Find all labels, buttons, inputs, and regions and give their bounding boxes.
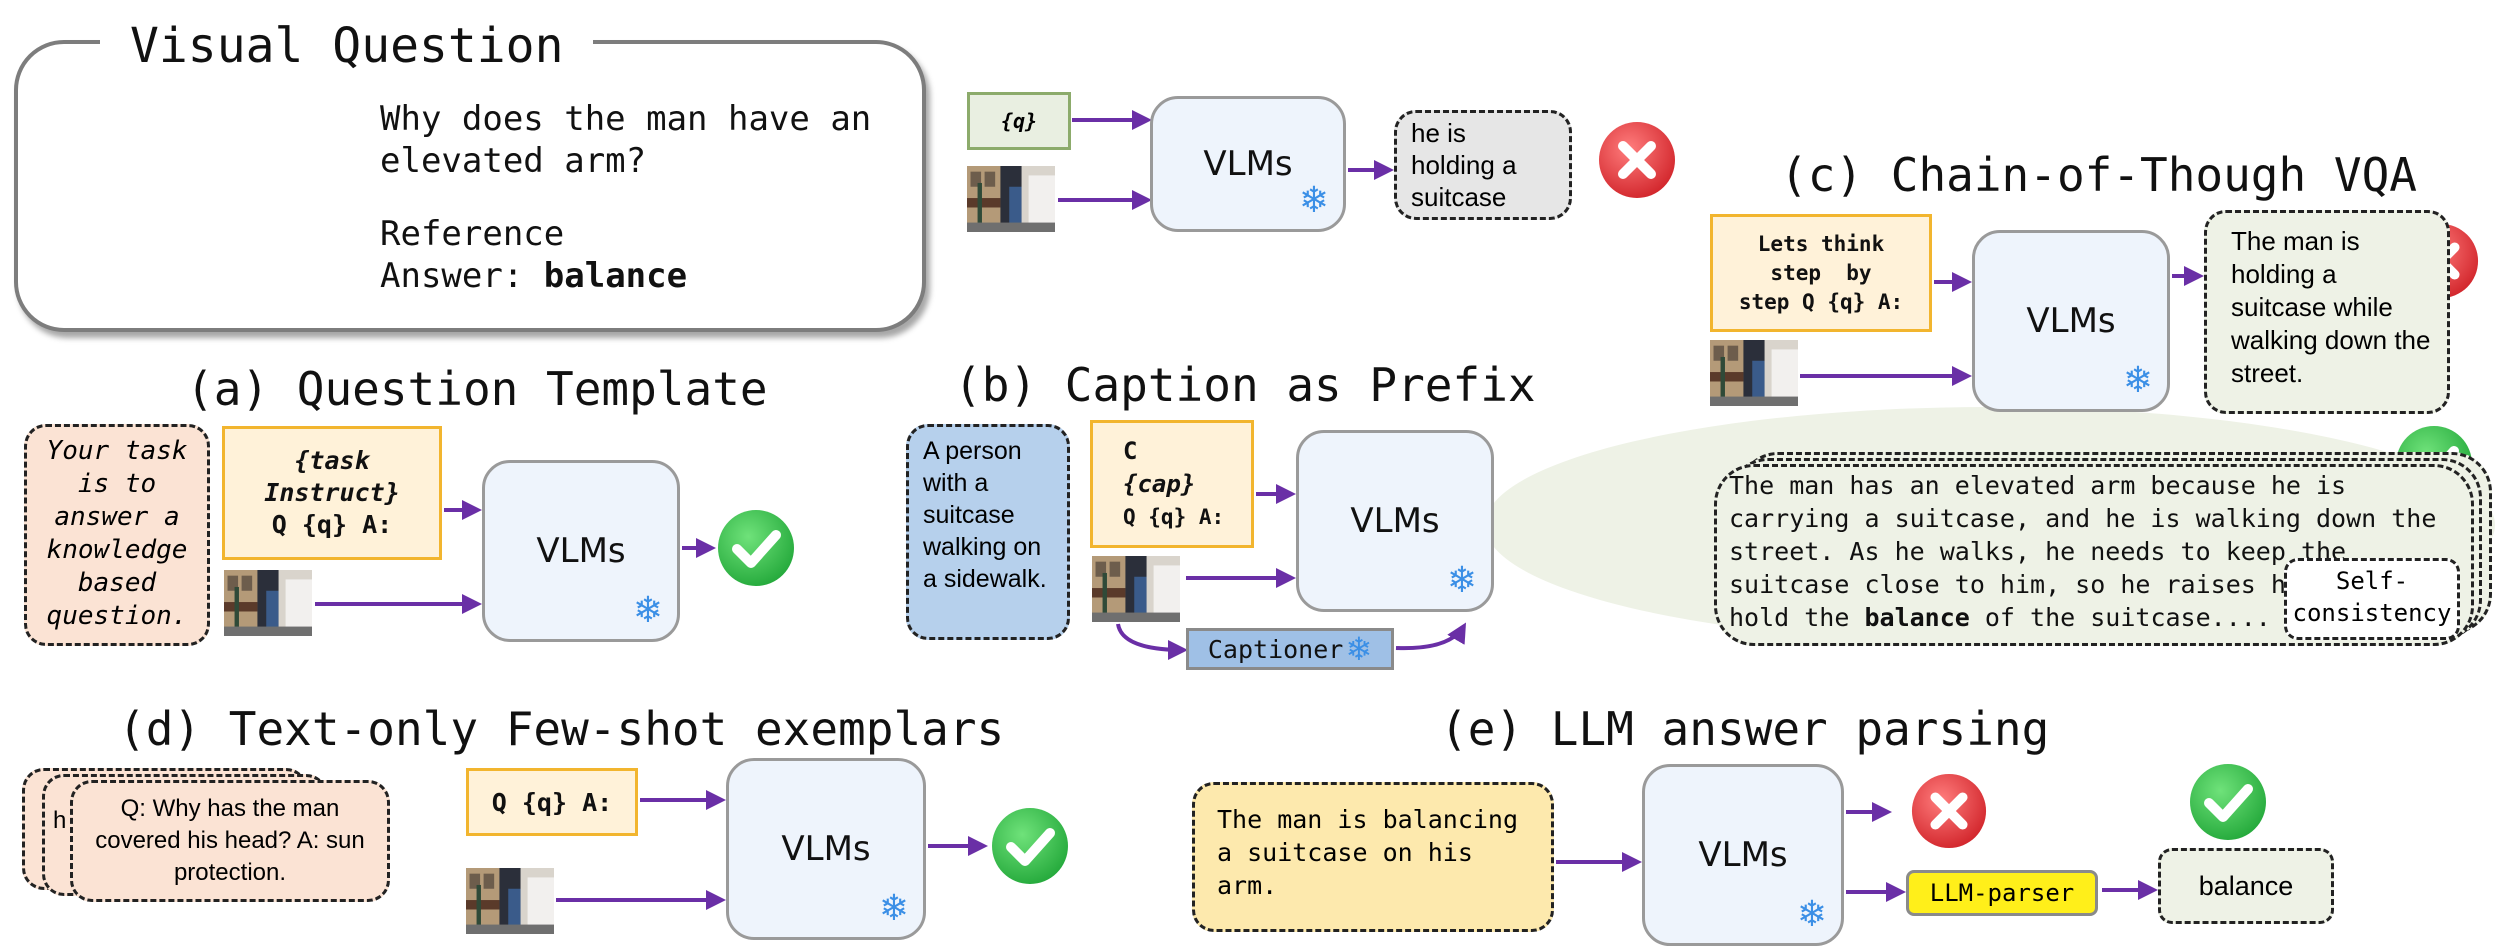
baseline-wrong-icon bbox=[1599, 122, 1675, 198]
panel-b-arrow-from-captioner bbox=[1395, 622, 1467, 651]
panel-c-prompt-line3: step Q {q} A: bbox=[1738, 289, 1904, 314]
panel-a-vlm-label: VLMs bbox=[536, 531, 626, 571]
panel-c-vlm-label: VLMs bbox=[2026, 301, 2116, 341]
panel-b-captioner-snowflake-icon: ❄ bbox=[1345, 630, 1373, 668]
panel-a-snowflake-icon: ❄ bbox=[632, 590, 663, 631]
reasoning-text-bold: balance bbox=[1864, 603, 1970, 632]
panel-b-captioner-box: Captioner ❄ bbox=[1186, 628, 1394, 670]
panel-c-prompt-line2: step by bbox=[1770, 260, 1872, 285]
panel-d-stack-hint: h bbox=[53, 807, 67, 834]
panel-a-image-thumbnail bbox=[224, 570, 312, 636]
panel-d-vlm-label: VLMs bbox=[781, 829, 871, 869]
self-consistency-label: Self-consistency bbox=[2284, 558, 2460, 640]
panel-d-prompt-box: Q {q} A: bbox=[466, 768, 638, 836]
baseline-output-bubble: he is holding a suitcase bbox=[1394, 110, 1572, 220]
panel-c-prompt-line1: Lets think bbox=[1757, 231, 1885, 256]
reasoning-text-pre: The man has an elevated arm because he i… bbox=[1729, 471, 2437, 632]
panel-c-reasoning-bubble: The man has an elevated arm because he i… bbox=[1714, 464, 2474, 646]
reference-label: Reference bbox=[380, 214, 565, 254]
panel-a-prompt-line2: Q {q} A: bbox=[271, 510, 393, 539]
panel-c-snowflake-icon: ❄ bbox=[2122, 360, 2153, 401]
panel-e-parser-box: LLM-parser bbox=[1906, 870, 2098, 916]
baseline-prompt-box: {q} bbox=[967, 92, 1071, 150]
panel-a-vlm-box: VLMs ❄ bbox=[482, 460, 680, 642]
panel-d-snowflake-icon: ❄ bbox=[878, 888, 909, 929]
question-text: Why does the man have an elevated arm? bbox=[380, 99, 872, 181]
panel-b-vlm-label: VLMs bbox=[1350, 501, 1440, 541]
answer-value: balance bbox=[543, 256, 688, 296]
panel-c-prompt-box: Lets think step by step Q {q} A: bbox=[1710, 214, 1932, 332]
visual-question-title: Visual Question bbox=[100, 18, 594, 74]
panel-b-title: (b) Caption as Prefix bbox=[954, 358, 1536, 412]
reference-answer: Answer: balance bbox=[380, 256, 687, 296]
panel-e-raw-output-bubble: The man is balancing a suitcase on his a… bbox=[1192, 782, 1554, 932]
baseline-snowflake-icon: ❄ bbox=[1298, 180, 1329, 221]
panel-b-vlm-box: VLMs ❄ bbox=[1296, 430, 1494, 612]
panel-e-title: (e) LLM answer parsing bbox=[1440, 702, 2050, 756]
panel-c-vlm-box: VLMs ❄ bbox=[1972, 230, 2170, 412]
panel-d-title: (d) Text-only Few-shot exemplars bbox=[118, 702, 1005, 756]
panel-e-parsed-bubble: balance bbox=[2158, 848, 2334, 924]
panel-c-image-thumbnail bbox=[1710, 340, 1798, 406]
answer-label: Answer: bbox=[380, 256, 524, 296]
visual-question-card bbox=[14, 40, 926, 332]
panel-b-prompt-line1: C bbox=[1123, 436, 1138, 465]
panel-c-title: (c) Chain-of-Though VQA bbox=[1780, 148, 2417, 202]
baseline-vlm-box: VLMs ❄ bbox=[1150, 96, 1346, 232]
panel-a-instruction-bubble: Your task is to answer a knowledge based… bbox=[24, 424, 210, 646]
panel-b-captioner-label: Captioner bbox=[1207, 634, 1344, 664]
panel-b-image-thumbnail bbox=[1092, 556, 1180, 622]
panel-b-caption-bubble: A person with a suitcase walking on a si… bbox=[906, 424, 1070, 640]
panel-b-prompt-box: C {cap} Q {q} A: bbox=[1090, 420, 1254, 548]
panel-e-vlm-box: VLMs ❄ bbox=[1642, 764, 1844, 946]
panel-a-prompt-line1: {task Instruct} bbox=[264, 446, 400, 507]
panel-e-wrong-icon bbox=[1912, 774, 1986, 848]
panel-a-correct-icon bbox=[718, 510, 794, 586]
panel-b-prompt-line2: {cap} bbox=[1123, 469, 1196, 498]
panel-c-wrong-output-bubble: The man is holding a suitcase while walk… bbox=[2204, 210, 2450, 414]
panel-b-prompt-line3: Q {q} A: bbox=[1123, 504, 1225, 529]
panel-d-image-thumbnail bbox=[466, 868, 554, 934]
baseline-image-thumbnail bbox=[967, 166, 1055, 232]
reasoning-text-post: of the suitcase.... bbox=[1969, 603, 2271, 632]
panel-a-title: (a) Question Template bbox=[186, 362, 768, 416]
panel-b-arrow-to-captioner bbox=[1116, 623, 1188, 660]
panel-e-snowflake-icon: ❄ bbox=[1796, 894, 1827, 935]
panel-b-snowflake-icon: ❄ bbox=[1446, 560, 1477, 601]
panel-e-vlm-label: VLMs bbox=[1698, 835, 1788, 875]
baseline-vlm-label: VLMs bbox=[1203, 144, 1293, 184]
panel-d-exemplar-bubble: Q: Why has the man covered his head? A: … bbox=[70, 780, 390, 902]
panel-a-prompt-box: {task Instruct} Q {q} A: bbox=[222, 426, 442, 560]
panel-d-correct-icon bbox=[992, 808, 1068, 884]
panel-d-vlm-box: VLMs ❄ bbox=[726, 758, 926, 940]
panel-e-correct-icon bbox=[2190, 764, 2266, 840]
